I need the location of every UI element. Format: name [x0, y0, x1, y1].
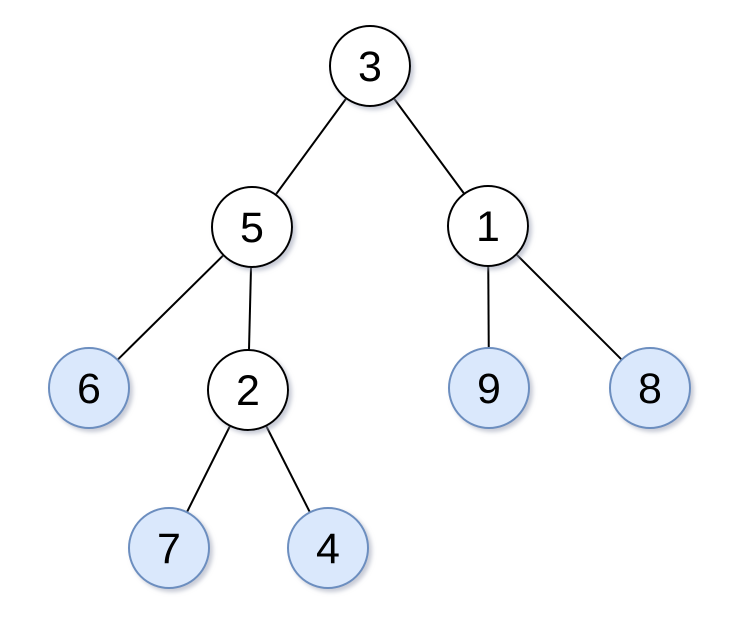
edges-layer: [88, 65, 651, 549]
tree-node-label-5: 5: [240, 204, 264, 252]
tree-node-circle-7: [128, 507, 210, 589]
tree-node-2: 2: [207, 349, 289, 431]
tree-node-label-8: 8: [638, 365, 662, 413]
tree-node-label-9: 9: [477, 365, 501, 413]
tree-node-7: 7: [128, 507, 210, 589]
tree-node-8: 8: [609, 347, 691, 429]
tree-node-circle-4: [287, 507, 369, 589]
tree-node-circle-6: [48, 347, 130, 429]
tree-node-label-2: 2: [236, 367, 260, 415]
tree-node-4: 4: [287, 507, 369, 589]
tree-node-label-1: 1: [476, 203, 500, 251]
tree-node-circle-1: [447, 185, 529, 267]
tree-node-label-3: 3: [358, 43, 382, 91]
nodes-layer: 3 5 1 6 2 9 8 7 4: [48, 25, 691, 589]
tree-node-circle-9: [448, 347, 530, 429]
tree-node-circle-3: [329, 25, 411, 107]
tree-node-label-7: 7: [157, 525, 181, 573]
tree-node-label-6: 6: [77, 365, 101, 413]
tree-node-3: 3: [329, 25, 411, 107]
tree-node-5: 5: [211, 186, 293, 268]
tree-node-9: 9: [448, 347, 530, 429]
tree-node-circle-8: [609, 347, 691, 429]
tree-node-circle-5: [211, 186, 293, 268]
tree-node-1: 1: [447, 185, 529, 267]
tree-node-label-4: 4: [316, 525, 340, 573]
tree-node-circle-2: [207, 349, 289, 431]
tree-node-6: 6: [48, 347, 130, 429]
